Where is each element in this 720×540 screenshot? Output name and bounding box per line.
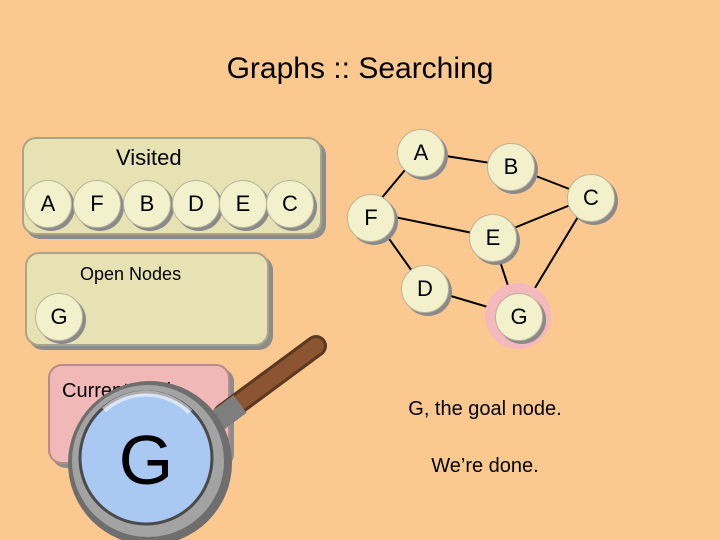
graph-node-e: E (469, 214, 517, 262)
graph-node-g: G (495, 293, 543, 341)
visited-node: A (24, 180, 72, 228)
graph-node-f: F (347, 194, 395, 242)
visited-node: B (123, 180, 171, 228)
graph-node-d: D (401, 265, 449, 313)
visited-node: C (266, 180, 314, 228)
slide-title: Graphs :: Searching (226, 52, 494, 85)
goal-caption: G, the goal node. (408, 398, 562, 420)
graph-node-b: B (487, 143, 535, 191)
current-node-value: G (118, 421, 174, 499)
visited-node: D (172, 180, 220, 228)
open-node: G (35, 293, 83, 341)
visited-label: Visited (116, 145, 182, 170)
visited-node: F (73, 180, 121, 228)
open-nodes-label: Open Nodes (80, 264, 182, 284)
graph-node-a: A (397, 129, 445, 177)
done-caption: We’re done. (431, 455, 539, 477)
graph-node-c: C (567, 174, 615, 222)
